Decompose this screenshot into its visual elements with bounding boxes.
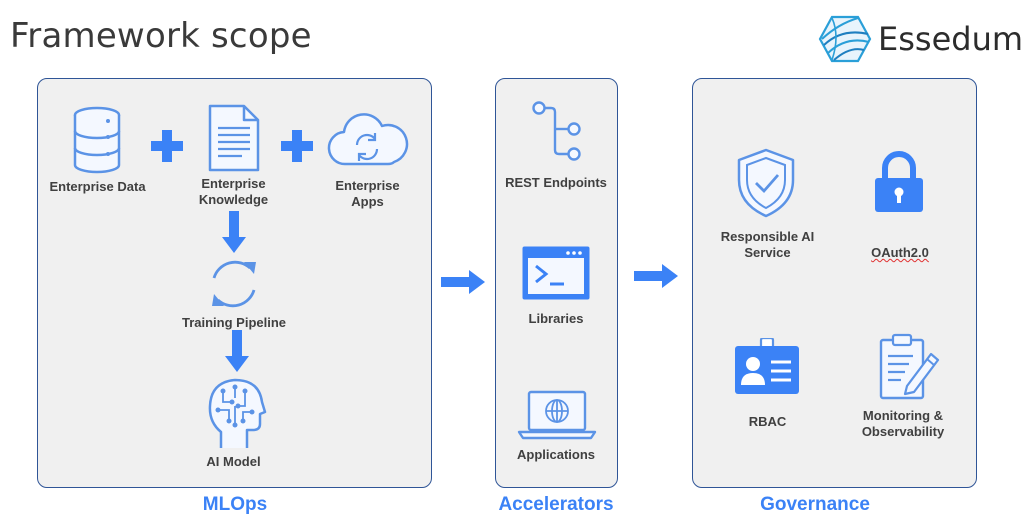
responsible-ai-label: Responsible AI Service	[720, 229, 815, 260]
clipboard-pencil-icon	[879, 333, 940, 400]
page-title: Framework scope	[10, 16, 312, 56]
enterprise-data-label: Enterprise Data	[49, 179, 146, 194]
governance-panel	[692, 78, 977, 488]
libraries-label: Libraries	[528, 311, 584, 326]
api-nodes-icon	[532, 101, 581, 161]
oauth-label-text: OAuth2.0	[871, 245, 929, 260]
database-icon	[73, 106, 121, 174]
rbac-label: RBAC	[748, 414, 787, 429]
accelerators-section-label: Accelerators	[498, 494, 614, 515]
oauth-label: OAuth2.0	[845, 229, 955, 261]
applications-label: Applications	[516, 447, 595, 462]
arrow-right-icon	[441, 270, 485, 294]
ai-model-label: AI Model	[206, 454, 261, 469]
enterprise-apps-label: Enterprise Apps	[335, 178, 400, 209]
brand: Essedum	[818, 12, 1023, 68]
cloud-sync-icon	[327, 113, 409, 166]
training-pipeline-label: Training Pipeline	[181, 315, 287, 330]
enterprise-knowledge-label: Enterprise Knowledge	[198, 176, 269, 207]
padlock-icon	[875, 151, 923, 212]
plus-icon	[151, 130, 183, 162]
ai-brain-head-icon	[208, 378, 267, 448]
mlops-section-label: MLOps	[202, 494, 268, 515]
arrow-down-icon	[225, 330, 249, 372]
shield-check-icon	[737, 148, 795, 218]
governance-section-label: Governance	[760, 494, 870, 515]
document-icon	[208, 104, 260, 172]
brand-name: Essedum	[878, 20, 1024, 58]
arrow-right-icon	[634, 264, 678, 288]
rest-endpoints-label: REST Endpoints	[505, 175, 607, 190]
id-badge-icon	[735, 338, 799, 394]
arrow-down-icon	[222, 211, 246, 253]
plus-icon	[281, 130, 313, 162]
laptop-globe-icon	[517, 390, 597, 440]
refresh-cycle-icon	[212, 260, 256, 308]
essedum-logo-icon	[818, 15, 872, 63]
monitoring-label: Monitoring & Observability	[861, 408, 945, 439]
terminal-window-icon	[522, 246, 590, 300]
